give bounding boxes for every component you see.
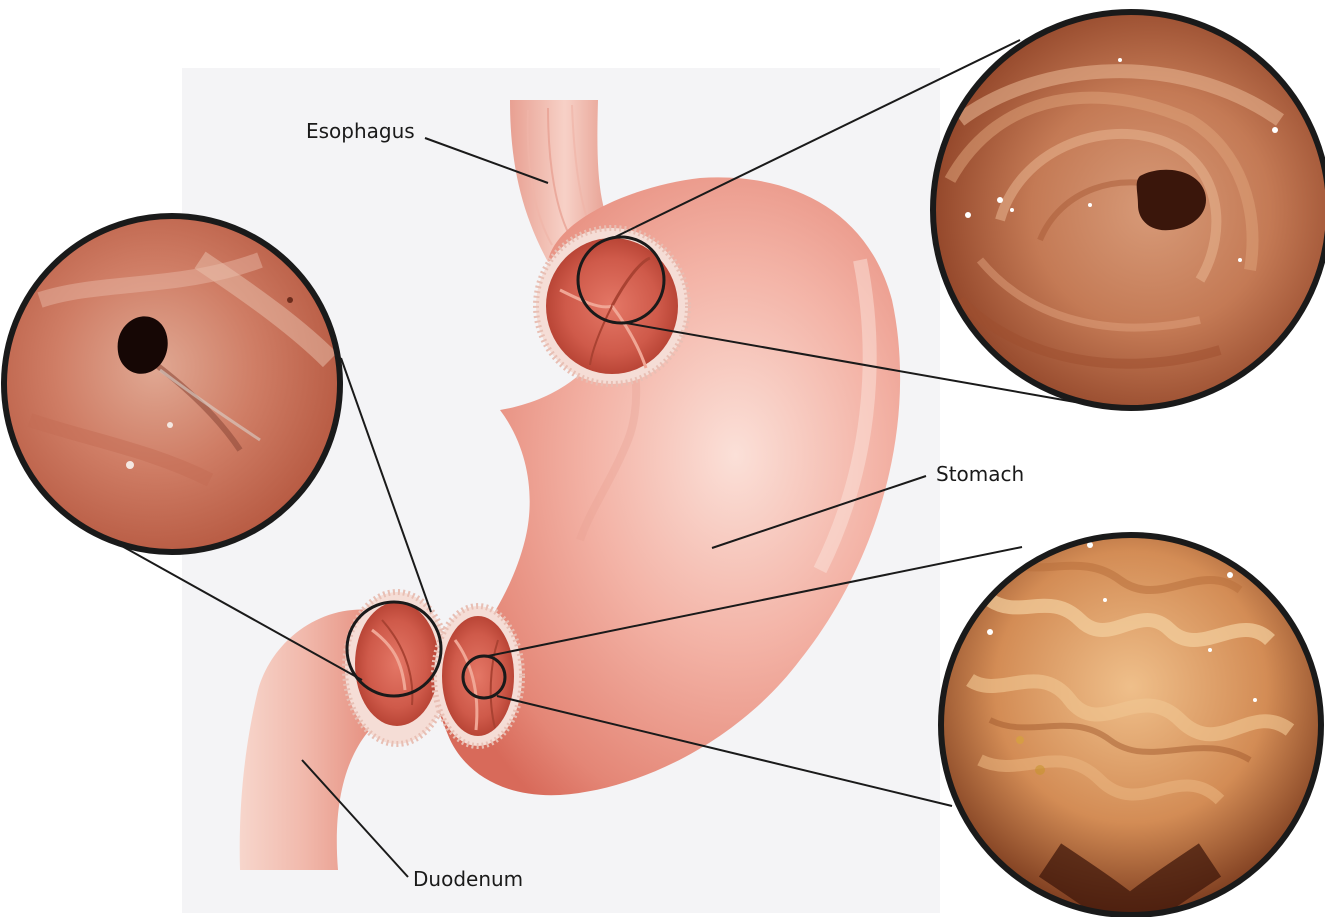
esophagus-label: Esophagus xyxy=(306,121,415,141)
cardia-cross-section xyxy=(536,228,688,384)
stomach-lining-view xyxy=(941,535,1321,917)
lower-esophageal-sphincter-view xyxy=(933,12,1325,408)
pylorus-view xyxy=(4,216,340,552)
stomach-label: Stomach xyxy=(936,464,1024,484)
duodenum-label: Duodenum xyxy=(413,869,523,889)
